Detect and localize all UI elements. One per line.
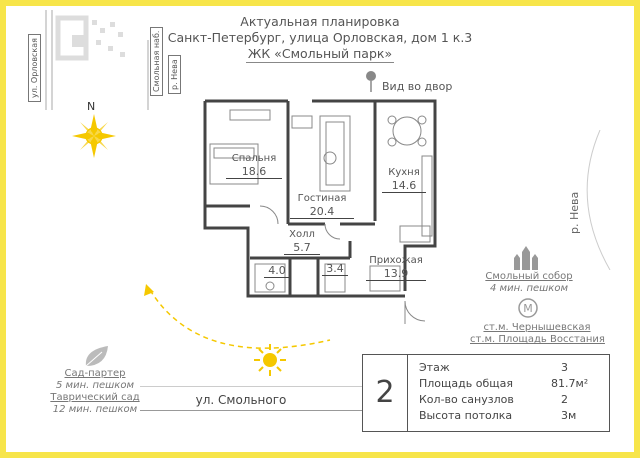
- room-kitchen: Кухня 14.6: [382, 166, 426, 193]
- compass-icon: [72, 114, 116, 158]
- cathedral-name: Смольный собор: [485, 271, 573, 282]
- street-orlovskaya-label: ул. Орловская: [28, 34, 41, 102]
- garden-2-time: 12 мин. пешком: [52, 404, 138, 415]
- room-entrance-area: 13.9: [366, 267, 426, 281]
- cathedral-time: 4 мин. пешком: [489, 283, 569, 294]
- neva-top: р. Нева: [168, 55, 181, 94]
- sun-path: [144, 284, 331, 349]
- info-bathrooms-key: Кол-во санузлов: [419, 393, 514, 406]
- road-edge-bottom: [140, 410, 362, 411]
- street-smolnaya-label: Смольная наб.: [150, 26, 163, 96]
- street-orlovskaya: ул. Орловская: [28, 34, 41, 102]
- landmark-gardens: Сад-партер 5 мин. пешком Таврический сад…: [40, 368, 150, 416]
- room-entrance-name: Прихожая: [369, 255, 423, 266]
- info-ceiling-key: Высота потолка: [419, 409, 513, 422]
- room-bath2-area: 3.4: [322, 262, 348, 276]
- info-bathrooms-value: 2: [561, 393, 568, 406]
- header-complex: ЖК «Смольный парк»: [245, 46, 395, 63]
- garden-1-name: Сад-партер: [64, 368, 126, 379]
- metro-1: ст.м. Чернышевская: [483, 322, 591, 333]
- neva-right: р. Нева: [568, 191, 581, 234]
- room-kitchen-name: Кухня: [388, 167, 420, 178]
- room-bedroom: Спальня 18.6: [226, 152, 282, 179]
- svg-text:M: M: [523, 302, 533, 315]
- info-area-value: 81.7м²: [551, 377, 589, 390]
- courtyard-view-label: Вид во двор: [382, 80, 453, 93]
- room-bath1-area: 4.0: [264, 264, 290, 278]
- landmark-cathedral: Смольный собор 4 мин. пешком: [476, 271, 582, 295]
- metro-icon: M: [518, 298, 538, 318]
- rooms-count: 2: [363, 355, 408, 431]
- info-ceiling-value: 3м: [561, 409, 577, 422]
- room-living-name: Гостиная: [297, 193, 347, 204]
- room-living-area: 20.4: [290, 205, 354, 219]
- apartment-plan: [203, 99, 437, 324]
- plan-header: Актуальная планировка Санкт-Петербург, у…: [150, 14, 490, 63]
- room-hall: Холл 5.7: [284, 228, 320, 255]
- sun-icon: [254, 344, 286, 376]
- header-title: Актуальная планировка: [240, 14, 400, 29]
- landmark-metro: ст.м. Чернышевская ст.м. Площадь Восстан…: [470, 322, 605, 346]
- site-map: [45, 10, 149, 110]
- location-pin-icon: [366, 71, 376, 92]
- room-living: Гостиная 20.4: [290, 192, 354, 219]
- garden-2-name: Таврический сад: [50, 392, 140, 403]
- street-smolnaya: Смольная наб.: [150, 26, 163, 96]
- cathedral-icon: [514, 246, 538, 270]
- garden-1-time: 5 мин. пешком: [55, 380, 135, 391]
- road-edge-top: [140, 386, 362, 387]
- room-bath2: 3.4: [322, 262, 348, 276]
- neva-river: [586, 130, 611, 270]
- info-area-key: Площадь общая: [419, 377, 513, 390]
- room-bedroom-area: 18.6: [226, 165, 282, 179]
- metro-2: ст.м. Площадь Восстания: [470, 334, 605, 345]
- room-hall-name: Холл: [289, 229, 315, 240]
- room-entrance: Прихожая 13.9: [366, 254, 426, 281]
- neva-top-label: р. Нева: [168, 55, 181, 94]
- apartment-info: 2 Этаж 3 Площадь общая 81.7м² Кол-во сан…: [362, 354, 610, 432]
- room-hall-area: 5.7: [284, 241, 320, 255]
- info-floor-key: Этаж: [419, 361, 450, 374]
- header-address: Санкт-Петербург, улица Орловская, дом 1 …: [167, 30, 473, 45]
- room-kitchen-area: 14.6: [382, 179, 426, 193]
- north-label: N: [87, 100, 96, 113]
- street-smolnogo: ул. Смольного: [195, 393, 287, 407]
- info-floor-value: 3: [561, 361, 568, 374]
- room-bath1: 4.0: [264, 264, 290, 278]
- room-bedroom-name: Спальня: [231, 153, 277, 164]
- leaf-icon: [85, 346, 108, 367]
